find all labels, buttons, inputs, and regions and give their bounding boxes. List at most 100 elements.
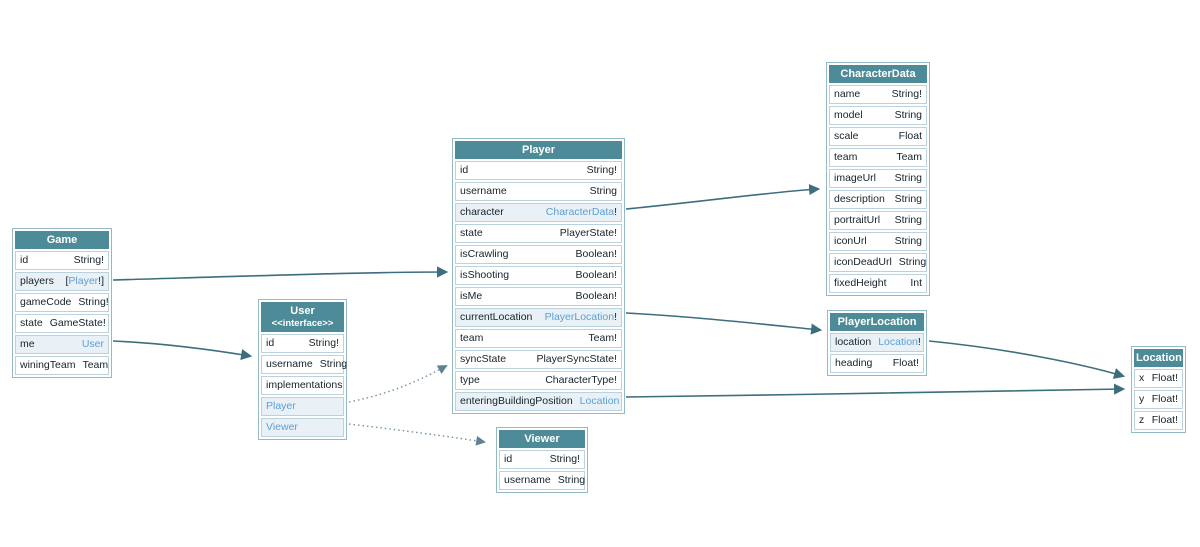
field-name: username — [266, 357, 313, 370]
field-row: fixedHeight Int — [829, 274, 927, 294]
field-type: String — [894, 172, 922, 185]
field-type: String — [589, 185, 617, 198]
field-type: String — [894, 214, 922, 227]
type-title: Game — [46, 234, 78, 246]
field-type: Float! — [1151, 372, 1178, 385]
field-name: heading — [835, 357, 873, 370]
field-type: [Player!] — [65, 275, 104, 288]
field-type: String! — [78, 296, 109, 309]
field-name: id — [20, 254, 29, 267]
field-name: x — [1139, 372, 1145, 385]
type-header-location[interactable]: Location — [1134, 349, 1183, 368]
field-type: String — [894, 235, 922, 248]
field-type: Boolean! — [575, 269, 617, 282]
field-row: enteringBuildingPosition Location — [455, 392, 622, 412]
field-type: Int — [910, 277, 922, 290]
field-type: User — [82, 338, 104, 351]
type-title: CharacterData — [840, 68, 916, 80]
type-header-user[interactable]: User<<interface>> — [261, 302, 344, 332]
field-type: GameState! — [49, 317, 106, 330]
field-type: Location — [580, 395, 620, 408]
edge-user-player-to-player — [348, 365, 448, 403]
type-wrapper-close: ! — [614, 311, 617, 324]
field-row: portraitUrl String — [829, 211, 927, 231]
field-type: PlayerLocation! — [545, 311, 617, 324]
field-row: Viewer — [261, 417, 344, 437]
type-header-game[interactable]: Game — [15, 231, 109, 250]
field-type: String — [557, 474, 586, 487]
field-name: name — [834, 88, 861, 101]
field-type: Float! — [892, 357, 919, 370]
field-name: state — [20, 317, 43, 330]
field-name: enteringBuildingPosition — [460, 395, 573, 408]
type-link[interactable]: User — [81, 338, 104, 351]
field-type: String — [894, 109, 922, 122]
field-name: state — [460, 227, 483, 240]
type-stereotype: <<interface>> — [271, 318, 334, 330]
type-header-characterdata[interactable]: CharacterData — [829, 65, 927, 84]
type-header-viewer[interactable]: Viewer — [499, 430, 585, 449]
type-header-playerlocation[interactable]: PlayerLocation — [830, 313, 924, 332]
type-link[interactable]: Location — [579, 395, 620, 408]
field-row: heading Float! — [830, 354, 924, 374]
field-type: String — [319, 357, 348, 370]
field-name: description — [834, 193, 885, 206]
edge-player-enteringbuildingposition-to-location — [625, 383, 1126, 398]
field-type: CharacterData! — [546, 206, 617, 219]
field-row: Player — [261, 396, 344, 416]
field-type: CharacterType! — [545, 374, 617, 387]
type-link[interactable]: CharacterData — [545, 206, 615, 219]
field-name: character — [460, 206, 504, 219]
implementation-link[interactable]: Viewer — [266, 420, 298, 433]
type-link[interactable]: PlayerLocation — [544, 311, 615, 324]
field-name: fixedHeight — [834, 277, 887, 290]
type-link[interactable]: Location — [878, 336, 918, 349]
type-header-player[interactable]: Player — [455, 141, 622, 160]
type-wrapper-open: [ — [65, 275, 69, 288]
field-name: location — [835, 336, 872, 349]
field-type: String — [894, 193, 922, 206]
field-type: Team! — [588, 332, 617, 345]
field-name: isMe — [460, 290, 483, 303]
field-row: username String — [261, 354, 348, 374]
field-name: gameCode — [20, 296, 72, 309]
field-type: Float! — [1151, 414, 1178, 427]
edge-player-character-to-characterdata — [625, 183, 821, 210]
field-name: team — [834, 151, 858, 164]
type-wrapper-close: ! — [917, 336, 921, 349]
field-type: Team — [896, 151, 922, 164]
field-name: winingTeam — [20, 359, 76, 372]
field-name: portraitUrl — [834, 214, 881, 227]
field-type: Location! — [878, 336, 921, 349]
field-name: team — [460, 332, 484, 345]
field-row: players[Player!] — [15, 272, 109, 292]
field-name: id — [504, 453, 513, 466]
field-name: iconUrl — [834, 235, 867, 248]
type-wrapper-close: !] — [98, 275, 104, 288]
field-type: Float — [898, 130, 922, 143]
field-type: Boolean! — [575, 248, 617, 261]
field-type: String — [898, 256, 927, 269]
implementation-link[interactable]: Player — [266, 399, 296, 412]
type-link[interactable]: Player — [68, 275, 99, 288]
type-title: Player — [521, 144, 556, 156]
